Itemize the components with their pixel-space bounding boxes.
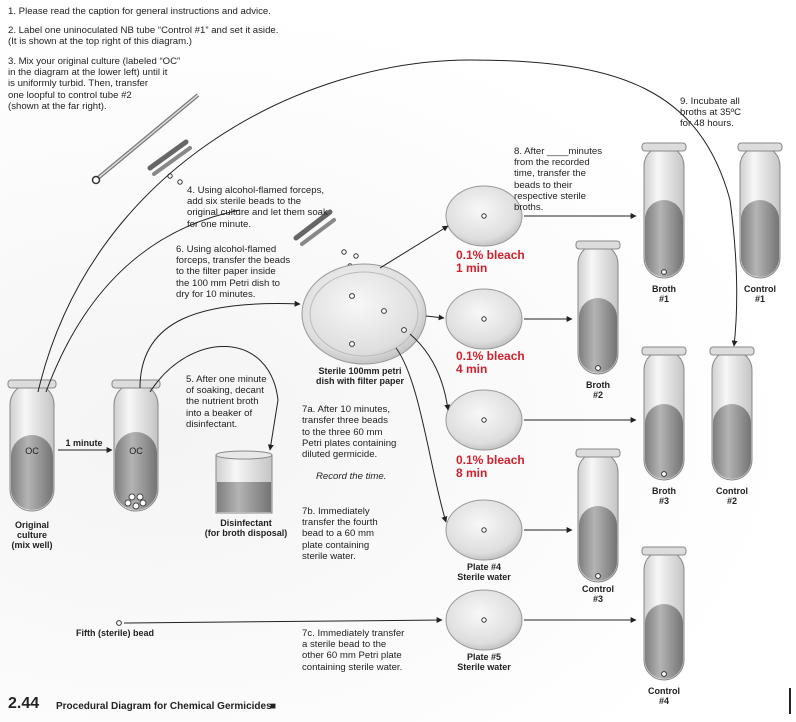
original-culture-tube xyxy=(7,379,57,512)
inoculating-loop xyxy=(91,93,200,185)
figure-end-mark: ■ xyxy=(270,701,277,712)
control-2-tube xyxy=(709,346,755,481)
step-6-text: 6. Using alcohol-flamed forceps, transfe… xyxy=(176,244,291,300)
disinfectant-beaker xyxy=(215,450,273,514)
plate-4-label: Plate #4 Sterile water xyxy=(457,562,511,582)
broth-1-label: Broth #1 xyxy=(652,284,676,304)
bleach-plate-3 xyxy=(445,389,523,451)
step-1-text: 1. Please read the caption for general i… xyxy=(8,6,271,17)
step-7a-main: 7a. After 10 minutes, transfer three bea… xyxy=(302,404,397,461)
step-5-text: 5. After one minute of soaking, decant t… xyxy=(186,374,267,430)
step-7b-text: 7b. Immediately transfer the fourth bead… xyxy=(302,506,378,562)
step-4-text: 4. Using alcohol-flamed forceps, add six… xyxy=(187,185,328,230)
control-3-tube xyxy=(575,448,621,583)
broth-2-tube xyxy=(575,240,621,375)
oc-tube-with-beads xyxy=(111,379,161,512)
step-9-text: 9. Incubate all broths at 35ºC for 48 ho… xyxy=(680,96,742,130)
oc-label-right: OC xyxy=(129,446,143,456)
plate-5-label: Plate #5 Sterile water xyxy=(457,652,511,672)
step-3-text: 3. Mix your original culture (labeled “O… xyxy=(8,56,181,112)
sterile-dish-label: Sterile 100mm petri dish with filter pap… xyxy=(315,366,404,386)
step-7a-text: 7a. After 10 minutes, transfer three bea… xyxy=(302,393,396,483)
figure-number: 2.44 xyxy=(8,695,40,712)
plate-4 xyxy=(445,499,523,561)
broth-2-label: Broth #2 xyxy=(586,380,610,400)
control-1-tube xyxy=(737,142,783,279)
fifth-bead xyxy=(116,620,122,626)
step-7a-record: Record the time. xyxy=(316,471,387,483)
petri-dish-100mm xyxy=(301,263,427,365)
fifth-bead-label: Fifth (sterile) bead xyxy=(75,628,154,638)
control-4-tube xyxy=(641,546,687,681)
figure-title: Procedural Diagram for Chemical Germicid… xyxy=(56,701,272,712)
bleach-plate-2 xyxy=(445,288,523,350)
one-minute-label: 1 minute xyxy=(65,438,103,448)
step-2-text: 2. Label one uninoculated NB tube “Contr… xyxy=(8,25,279,48)
bleach-1-label: 0.1% bleach 1 min xyxy=(456,248,525,275)
original-culture-label: Original culture (mix well) xyxy=(11,520,53,550)
broth-3-label: Broth #3 xyxy=(652,486,676,506)
broth-1-tube xyxy=(641,142,687,279)
control-3-label: Control #3 xyxy=(582,584,614,604)
plate-5 xyxy=(445,589,523,651)
step-8-text: 8. After ____minutes from the recorded t… xyxy=(514,146,602,214)
control-2-label: Control #2 xyxy=(716,486,748,506)
disinfectant-label: Disinfectant (for broth disposal) xyxy=(204,518,288,538)
bleach-3-label: 0.1% bleach 8 min xyxy=(456,453,525,480)
oc-label-left: OC xyxy=(25,446,39,456)
bleach-2-label: 0.1% bleach 4 min xyxy=(456,349,525,376)
broth-3-tube xyxy=(641,346,687,481)
step-7c-text: 7c. Immediately transfer a sterile bead … xyxy=(302,628,405,673)
bleach-plate-1 xyxy=(445,185,523,247)
forceps-icon xyxy=(147,139,192,185)
flow-arrows xyxy=(37,59,738,624)
control-1-label: Control #1 xyxy=(744,284,776,304)
page-edge-line xyxy=(789,688,791,714)
control-4-label: Control #4 xyxy=(648,686,680,706)
